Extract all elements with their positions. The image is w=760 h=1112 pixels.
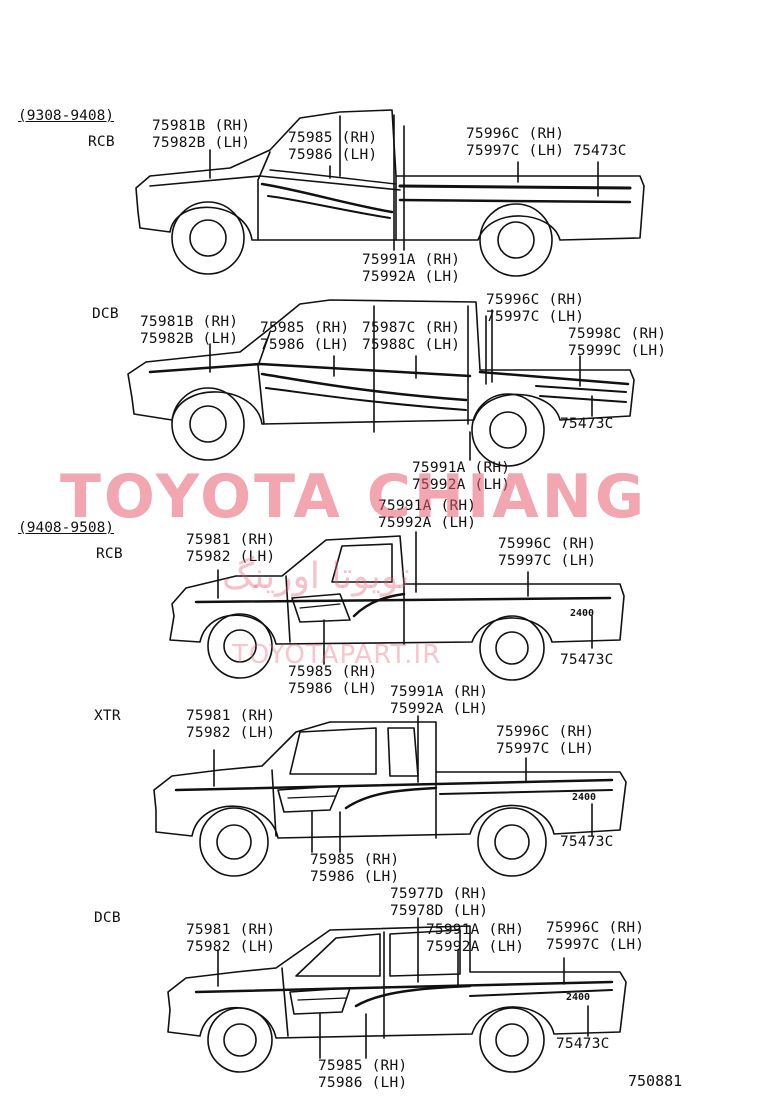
part-label: 75985 (RH) 75986 (LH): [288, 130, 378, 163]
part-label: 75985 (RH) 75986 (LH): [288, 664, 378, 697]
part-label: 75473C: [556, 1036, 610, 1052]
badge-2400-1: 2400: [570, 608, 594, 619]
part-label: 75991A (RH) 75992A (LH): [378, 498, 477, 531]
truck-1-rcb: [135, 109, 645, 277]
part-label: 75996C (RH) 75997C (LH): [546, 920, 645, 953]
truck-2-dcb: [127, 299, 635, 467]
watermark-persian: تویوتا اورینگ: [222, 556, 410, 597]
truck-3-rcb: [169, 531, 625, 681]
part-label: 75991A (RH) 75992A (LH): [390, 684, 489, 717]
section-type-xtr: XTR: [94, 708, 121, 724]
badge-2400-2: 2400: [572, 792, 596, 803]
part-label: 75981B (RH) 75982B (LH): [152, 118, 251, 151]
section-type-dcb-1: DCB: [92, 306, 119, 322]
section-type-rcb-2: RCB: [96, 546, 123, 562]
section-period-1: (9308-9408): [18, 108, 115, 124]
part-label: 75996C (RH) 75997C (LH): [486, 292, 585, 325]
part-label: 75977D (RH) 75978D (LH): [390, 886, 489, 919]
section-type-rcb-1: RCB: [88, 134, 115, 150]
part-label: 75985 (RH) 75986 (LH): [260, 320, 350, 353]
section-period-2: (9408-9508): [18, 520, 115, 536]
badge-2400-3: 2400: [566, 992, 590, 1003]
watermark-main: TOYOTA CHIANG: [60, 462, 648, 532]
part-label: 75473C: [560, 652, 614, 668]
diagram-code: 750881: [628, 1072, 683, 1090]
part-label: 75981 (RH) 75982 (LH): [186, 708, 276, 741]
part-label: 75991A (RH) 75992A (LH): [412, 460, 511, 493]
part-label: 75996C (RH) 75997C (LH): [496, 724, 595, 757]
part-label: 75981 (RH) 75982 (LH): [186, 922, 276, 955]
watermark-url: TOYOTAPART.IR: [232, 640, 442, 670]
part-label: 75998C (RH) 75999C (LH): [568, 326, 667, 359]
part-label: 75991A (RH) 75992A (LH): [362, 252, 461, 285]
truck-4-xtr: [153, 715, 627, 877]
part-label: 75985 (RH) 75986 (LH): [310, 852, 400, 885]
part-label: 75473C: [560, 834, 614, 850]
part-label: 75996C (RH) 75997C (LH) 75473C: [466, 126, 627, 159]
part-label: 75985 (RH) 75986 (LH): [318, 1058, 408, 1091]
part-label: 75981B (RH) 75982B (LH): [140, 314, 239, 347]
part-label: 75987C (RH) 75988C (LH): [362, 320, 461, 353]
section-type-dcb-2: DCB: [94, 910, 121, 926]
truck-5-dcb: [167, 917, 627, 1073]
part-label: 75981 (RH) 75982 (LH): [186, 532, 276, 565]
part-label: 75996C (RH) 75997C (LH): [498, 536, 597, 569]
